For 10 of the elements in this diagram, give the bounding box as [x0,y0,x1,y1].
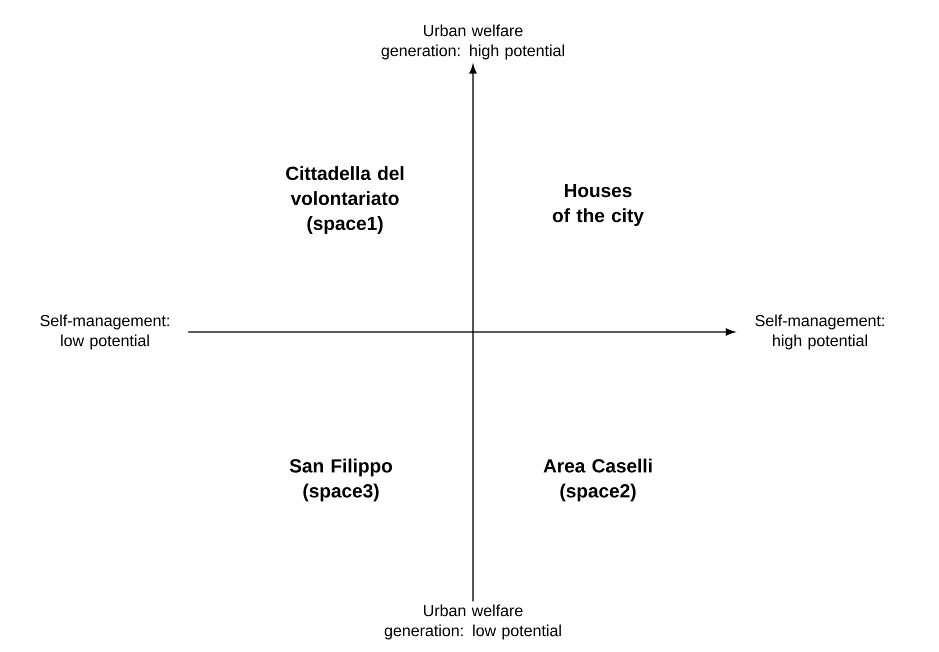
axis-label: Self-management: low potential [40,314,169,350]
axis-label: Self-management: high potential [755,314,884,350]
quadrant-label: San Filippo (space3) [290,458,392,502]
quadrant-label: Houses of the city [552,184,644,226]
axis-arrow [188,328,735,336]
quadrant-label: Area Caselli (space2) [544,458,652,502]
quadrant-label: Cittadella del volontariato (space1) [286,166,404,234]
axis-arrow [469,64,477,602]
axis-label: Urban welfare generation: high potential [382,24,564,60]
axis-label: Urban welfare generation: low potential [384,604,561,640]
